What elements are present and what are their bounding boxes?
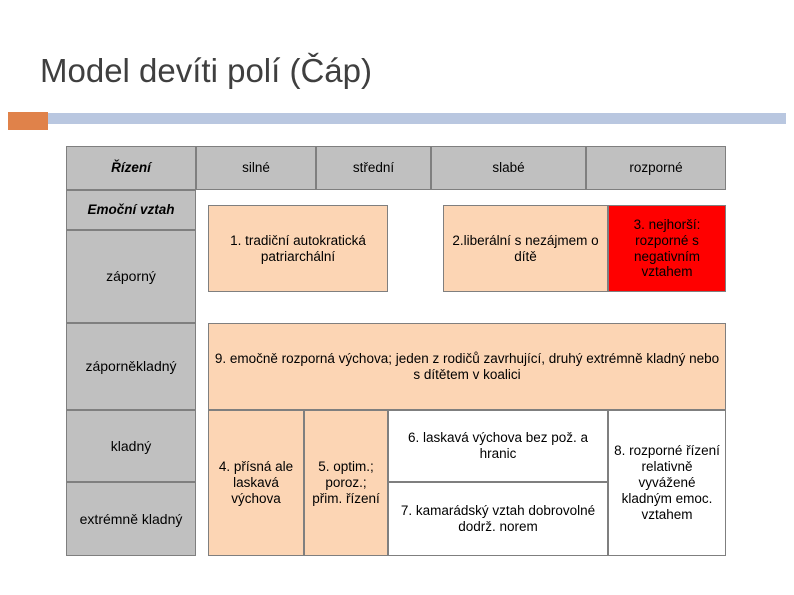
cell-7-kamaradsky: 7. kamarádský vztah dobrovolné dodrž. no… [388, 482, 608, 556]
cell-6-laskava: 6. laskavá výchova bez pož. a hranic [388, 410, 608, 482]
cell-text: 4. přísná ale laskavá výchova [218, 459, 294, 506]
row-label-text: extrémně kladný [79, 510, 183, 527]
row-label-text: záporný [106, 268, 156, 285]
column-header-slabe: slabé [431, 146, 586, 190]
cell-8-rozporne-rizeni: 8. rozporné řízení relativně vyvážené kl… [608, 410, 726, 556]
column-header-label: rozporné [629, 160, 683, 176]
cell-1-tradicni: 1. tradiční autokratická patriarchální [208, 205, 388, 292]
row-label-kladny: kladný [66, 410, 196, 482]
corner-label: Řízení [111, 160, 151, 176]
column-header-label: slabé [492, 160, 525, 176]
row-label-zapornekladny: záporněkladný [66, 323, 196, 410]
cell-text: 7. kamarádský vztah dobrovolné dodrž. no… [400, 503, 596, 534]
cell-text: 2.liberální s nezájmem o dítě [452, 232, 599, 264]
row-label-text: kladný [110, 437, 152, 454]
row-label-emocni-vztah: Emoční vztah [66, 190, 196, 230]
cell-text: 8. rozporné řízení relativně vyvážené kl… [614, 443, 720, 522]
table-corner-header: Řízení [66, 146, 196, 190]
cell-text: 6. laskavá výchova bez pož. a hranic [407, 430, 589, 461]
cell-text: 3. nejhorší: rozporné s negativním vztah… [633, 216, 701, 280]
row-label-extremne-kladny: extrémně kladný [66, 482, 196, 556]
nine-fields-table: Řízení silné střední slabé rozporné Emoč… [66, 146, 726, 556]
decorative-blue-bar [48, 113, 786, 124]
cell-2-liberalni: 2.liberální s nezájmem o dítě [443, 205, 608, 292]
cell-3-nejhorsi: 3. nejhorší: rozporné s negativním vztah… [608, 205, 726, 292]
cell-4-prisna: 4. přísná ale laskavá výchova [208, 410, 304, 556]
row-label-zaporny: záporný [66, 230, 196, 323]
row-label-text: záporněkladný [85, 358, 177, 375]
column-header-label: silné [242, 160, 270, 176]
decorative-orange-bar [8, 112, 48, 130]
cell-5-optim: 5. optim.; poroz.; přim. řízení [304, 410, 388, 556]
column-header-stredni: střední [316, 146, 431, 190]
cell-text: 5. optim.; poroz.; přim. řízení [312, 459, 380, 506]
cell-9-emocne-rozporna: 9. emočně rozporná výchova; jeden z rodi… [208, 323, 726, 410]
row-label-text: Emoční vztah [87, 202, 175, 218]
column-header-label: střední [352, 160, 395, 176]
cell-text: 9. emočně rozporná výchova; jeden z rodi… [214, 350, 720, 382]
cell-text: 1. tradiční autokratická patriarchální [230, 232, 366, 264]
column-header-rozporne: rozporné [586, 146, 726, 190]
column-header-silne: silné [196, 146, 316, 190]
page-title: Model devíti polí (Čáp) [40, 52, 372, 89]
